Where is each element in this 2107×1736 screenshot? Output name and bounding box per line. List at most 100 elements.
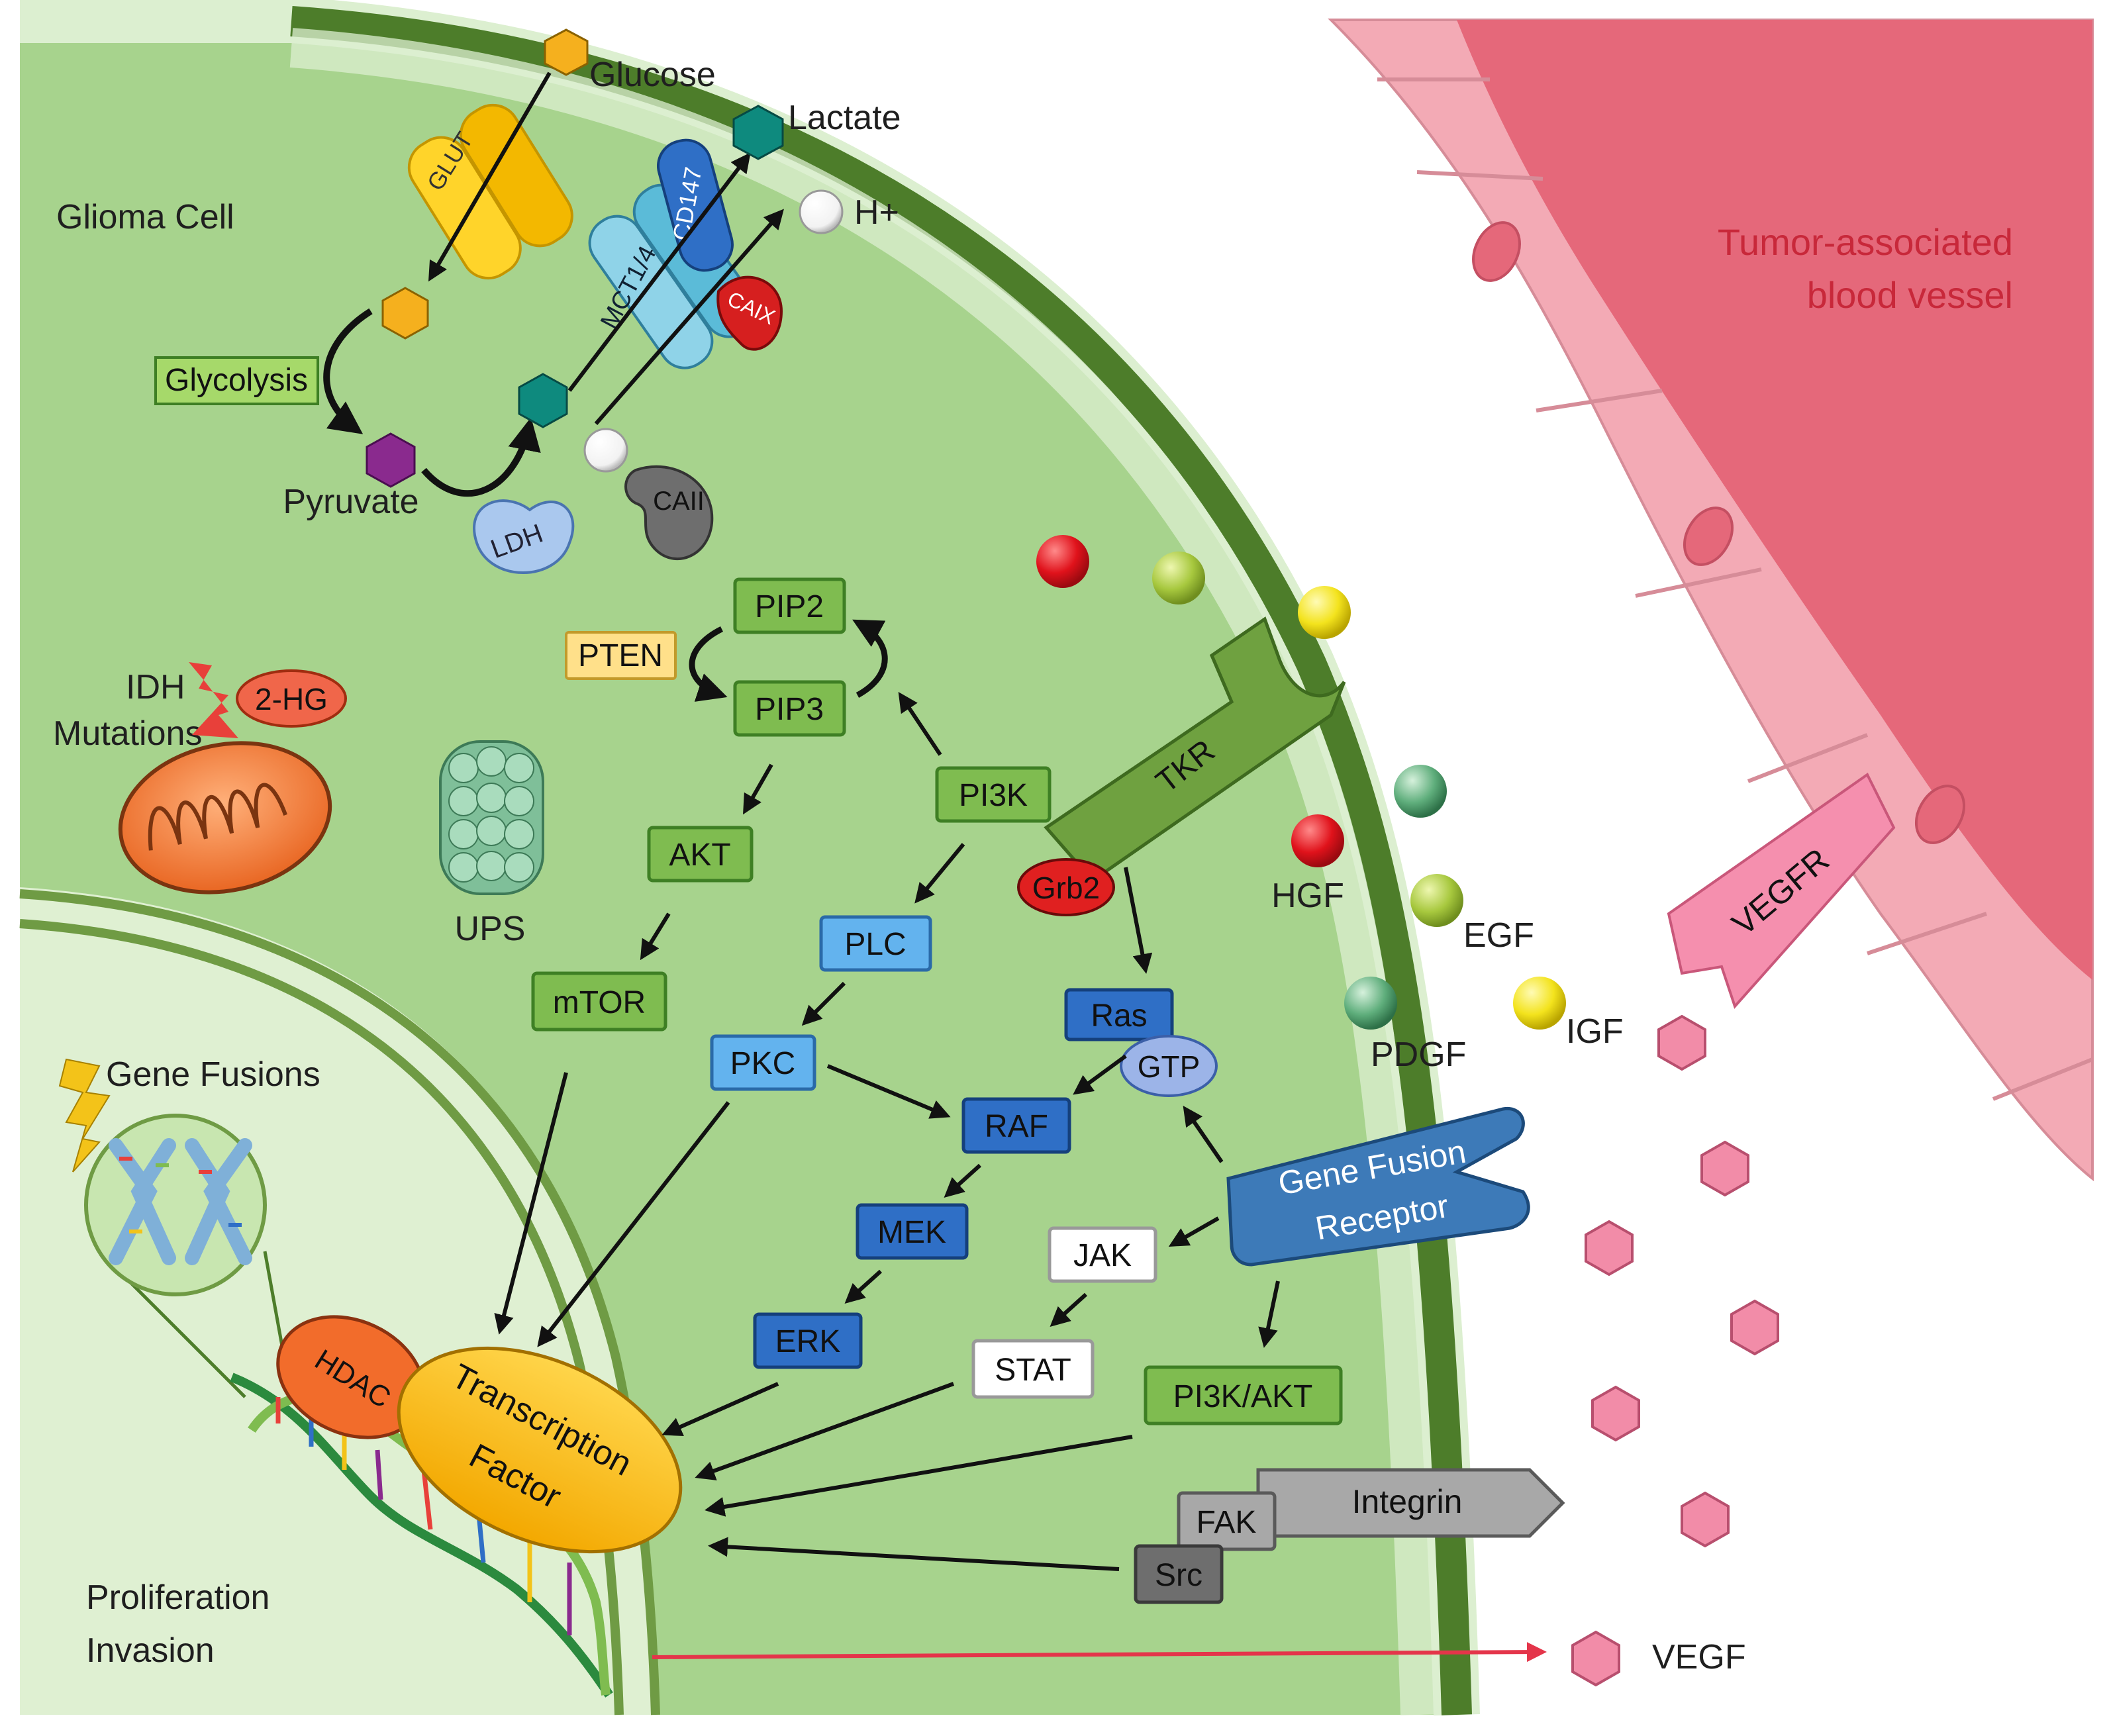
vessel-label-line1: Tumor-associated (1718, 221, 2013, 263)
plc-node: PLC (819, 915, 932, 972)
ldh-conversion-arrow (421, 417, 541, 497)
ldh-enzyme: LDH (473, 499, 575, 574)
mek-node: MEK (856, 1203, 969, 1260)
vegf-secretion-arrow (652, 1642, 1547, 1663)
glucose-intracellular-icon (381, 287, 429, 340)
raf-label: RAF (985, 1109, 1048, 1144)
akt-to-mtor-arrow (640, 912, 671, 961)
proliferation-label: Proliferation (86, 1578, 270, 1617)
pten-node: PTEN (565, 631, 677, 680)
vegf-hex-icon (1657, 1014, 1706, 1071)
fak-node: FAK (1177, 1491, 1277, 1551)
blood-vessel: Tumor-associated blood vessel (1328, 19, 2094, 1182)
grb2-to-ras-arrow (1124, 867, 1153, 974)
raf-node: RAF (961, 1097, 1071, 1154)
mtor-to-tf-arrow (494, 1072, 568, 1335)
mtor-label: mTOR (553, 985, 646, 1020)
two-hg-label: 2-HG (255, 682, 328, 716)
pip3-label: PIP3 (755, 692, 824, 727)
egf-label: EGF (1463, 916, 1534, 955)
vegf-hex-icon (1591, 1385, 1640, 1442)
pip2-node: PIP2 (733, 577, 846, 634)
yellow-ligand-icon (1298, 586, 1351, 639)
lactate-icon (732, 105, 784, 160)
akt-node: AKT (647, 826, 754, 883)
hgf-icon (1291, 814, 1344, 867)
vegf-hex-icon (1571, 1630, 1620, 1687)
pip2-label: PIP2 (755, 589, 824, 624)
green-ligand-icon (1152, 552, 1205, 604)
ras-label: Ras (1091, 998, 1147, 1034)
gene-fusion-receptor: Gene Fusion Receptor (1226, 1107, 1530, 1267)
vegf-label: VEGF (1652, 1638, 1746, 1676)
jak-to-stat-arrow (1050, 1292, 1088, 1327)
pyruvate-label: Pyruvate (283, 483, 418, 521)
growth-factors (1036, 535, 1566, 1030)
lightning-icon (189, 662, 238, 738)
src-node: Src (1134, 1544, 1224, 1604)
lactate-label: Lactate (788, 99, 901, 137)
mtor-node: mTOR (531, 971, 667, 1032)
akt-label: AKT (669, 838, 730, 873)
fak-label: FAK (1197, 1505, 1257, 1540)
glucose-label: Glucose (589, 56, 716, 94)
pyruvate-icon (366, 432, 416, 488)
cd147-protein: CD147 (657, 138, 734, 272)
integrin-label: Integrin (1352, 1483, 1463, 1520)
erk-node: ERK (753, 1312, 863, 1369)
proton-intracellular-icon (583, 428, 628, 473)
erk-label: ERK (775, 1324, 841, 1359)
chromosome-icon (109, 1138, 252, 1265)
pkc-label: PKC (730, 1046, 796, 1081)
plc-to-pkc-arrow (801, 981, 846, 1026)
ups-label: UPS (455, 910, 526, 948)
red-ligand-icon (1036, 535, 1089, 588)
pdgf-icon (1344, 977, 1397, 1030)
hdac-protein: HDAC (276, 1315, 426, 1439)
pten-label: PTEN (578, 638, 663, 673)
stat-node: STAT (971, 1339, 1095, 1399)
gene-fusion-lightning-icon (58, 1058, 111, 1173)
grb2-label: Grb2 (1032, 871, 1100, 905)
glucose-uptake-arrow (428, 72, 552, 282)
pdgf-label: PDGF (1371, 1036, 1466, 1074)
pi3k-akt-node: PI3K/AKT (1144, 1365, 1343, 1425)
ras-to-raf-arrow (1073, 1054, 1127, 1095)
invasion-label: Invasion (86, 1631, 215, 1670)
hgf-label: HGF (1271, 877, 1344, 915)
stat-label: STAT (995, 1353, 1071, 1388)
plc-label: PLC (844, 927, 906, 962)
lactate-export-arrow (567, 152, 751, 392)
pi3k-akt-label: PI3K/AKT (1173, 1379, 1313, 1414)
tkr-receptor: TKR (1044, 616, 1346, 883)
vegf-hex-icon (1730, 1299, 1779, 1356)
pip3-node: PIP3 (733, 680, 846, 737)
mitochondrion-icon (118, 741, 332, 894)
caix-protein: CAIX (716, 275, 783, 351)
vegf-hex-icon (1681, 1491, 1730, 1548)
gfr-to-jak-arrow (1168, 1216, 1220, 1247)
mutations-label: Mutations (53, 714, 202, 753)
egf-icon (1410, 874, 1463, 927)
gfr-to-gtp-arrow (1183, 1106, 1224, 1163)
vegf-hex-icon (1700, 1140, 1749, 1197)
caii-enzyme: CAII (624, 465, 714, 561)
teal-ligand-icon (1394, 765, 1447, 818)
gfr-to-pi3k-akt-arrow (1258, 1280, 1280, 1348)
igf-icon (1513, 977, 1566, 1030)
gtp-label: GTP (1138, 1049, 1200, 1084)
pten-arrow (689, 626, 728, 702)
two-hg-badge (236, 669, 347, 728)
pi3k-akt-to-tf-arrow (705, 1435, 1133, 1517)
pkc-to-tf-arrow (537, 1101, 730, 1347)
ras-node: Ras (1064, 988, 1174, 1041)
integrin-receptor: Integrin (1256, 1468, 1565, 1538)
stat-to-tf-arrow (695, 1382, 955, 1480)
pkc-node: PKC (710, 1034, 816, 1091)
pi3k-to-plc-arrow (914, 843, 965, 904)
proton-export-arrow (594, 209, 784, 425)
gtp-badge (1120, 1035, 1218, 1097)
src-to-tf-arrow (708, 1537, 1120, 1571)
